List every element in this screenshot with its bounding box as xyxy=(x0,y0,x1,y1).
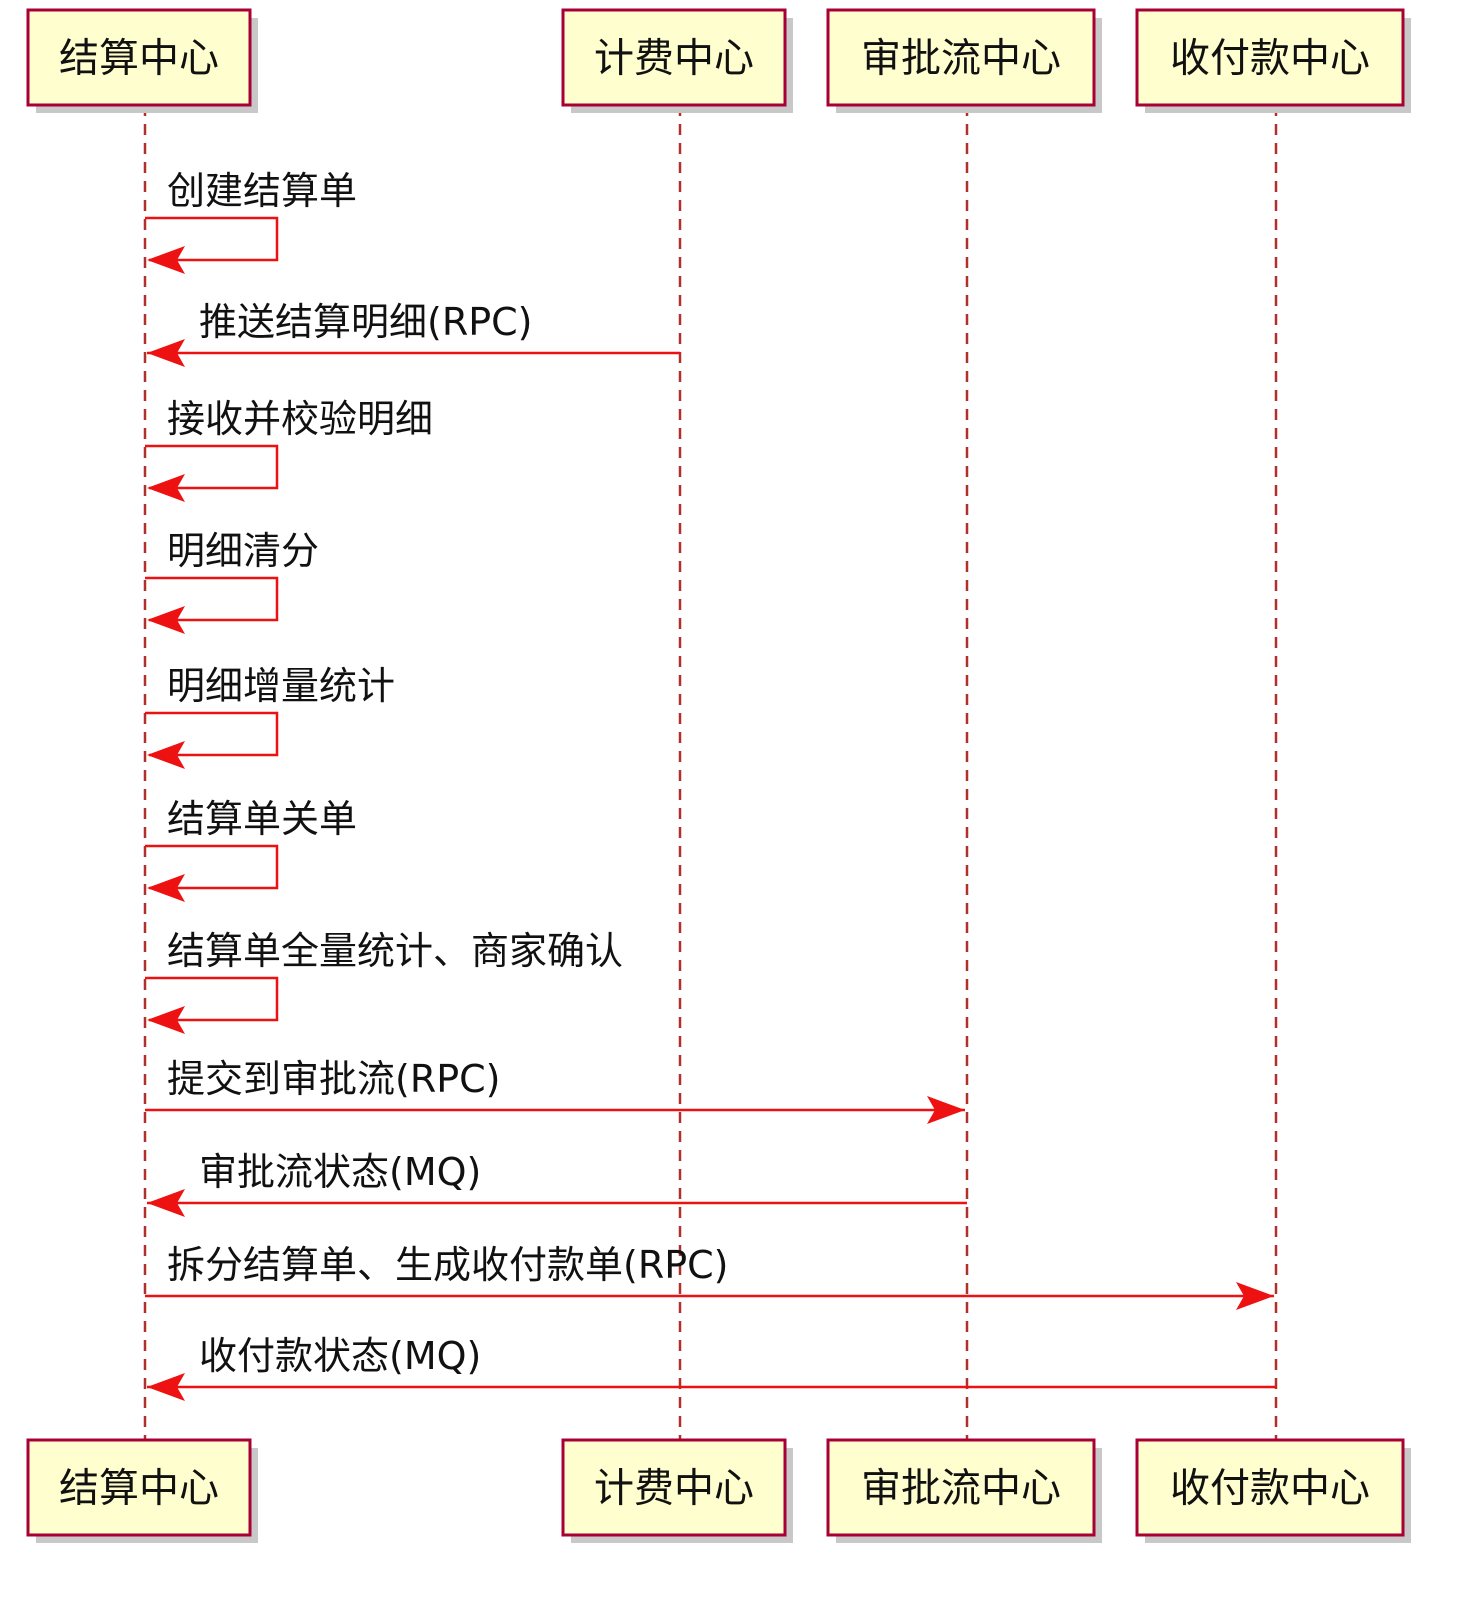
message-label: 结算单全量统计、商家确认 xyxy=(167,929,623,973)
message-label: 收付款状态(MQ) xyxy=(199,1334,481,1378)
self-message-line xyxy=(145,976,279,1022)
self-message-line xyxy=(145,844,279,890)
message-7: 结算单全量统计、商家确认 xyxy=(145,929,623,1034)
message-label: 提交到审批流(RPC) xyxy=(167,1057,501,1101)
participant-box-billing-top: 计费中心 xyxy=(561,8,793,113)
message-label: 结算单关单 xyxy=(167,797,357,841)
message-11: 收付款状态(MQ) xyxy=(147,1334,1276,1401)
message-label: 审批流状态(MQ) xyxy=(199,1150,481,1194)
participant-label: 结算中心 xyxy=(59,36,219,82)
participant-box-approval-bottom: 审批流中心 xyxy=(826,1438,1102,1543)
participant-box-billing-bottom: 计费中心 xyxy=(561,1438,793,1543)
message-1: 创建结算单 xyxy=(145,169,357,274)
participant-label: 审批流中心 xyxy=(861,36,1061,82)
participant-label: 结算中心 xyxy=(59,1466,219,1512)
participant-box-payment-top: 收付款中心 xyxy=(1135,8,1411,113)
arrow-head xyxy=(147,874,185,902)
self-message-line xyxy=(145,444,279,490)
self-message-line xyxy=(145,216,279,262)
participant-label: 收付款中心 xyxy=(1170,1466,1370,1512)
arrow-head xyxy=(147,246,185,274)
participant-box-approval-top: 审批流中心 xyxy=(826,8,1102,113)
participant-box-settlement-bottom: 结算中心 xyxy=(26,1438,258,1543)
message-2: 推送结算明细(RPC) xyxy=(147,300,680,367)
arrow-head xyxy=(147,1373,185,1401)
arrow-head xyxy=(147,606,185,634)
participant-box-payment-bottom: 收付款中心 xyxy=(1135,1438,1411,1543)
message-label: 拆分结算单、生成收付款单(RPC) xyxy=(167,1243,729,1287)
arrow-head xyxy=(1236,1282,1274,1310)
self-message-line xyxy=(145,576,279,622)
participant-label: 计费中心 xyxy=(594,1466,754,1512)
message-label: 明细增量统计 xyxy=(167,664,395,708)
arrow-head xyxy=(147,1189,185,1217)
arrow-head xyxy=(147,741,185,769)
arrow-head xyxy=(147,339,185,367)
participant-boxes-top: 结算中心 计费中心 审批流中心 收付款中心 xyxy=(26,8,1411,113)
participant-box-settlement-top: 结算中心 xyxy=(26,8,258,113)
message-9: 审批流状态(MQ) xyxy=(147,1150,967,1217)
message-label: 明细清分 xyxy=(167,529,319,573)
message-8: 提交到审批流(RPC) xyxy=(145,1057,965,1124)
participant-label: 计费中心 xyxy=(594,36,754,82)
arrow-head xyxy=(147,474,185,502)
lifelines xyxy=(143,105,1278,1440)
arrow-head xyxy=(147,1006,185,1034)
participant-label: 收付款中心 xyxy=(1170,36,1370,82)
message-label: 接收并校验明细 xyxy=(167,397,433,441)
message-3: 接收并校验明细 xyxy=(145,397,433,502)
message-5: 明细增量统计 xyxy=(145,664,395,769)
participant-label: 审批流中心 xyxy=(861,1466,1061,1512)
message-10: 拆分结算单、生成收付款单(RPC) xyxy=(145,1243,1274,1310)
message-6: 结算单关单 xyxy=(145,797,357,902)
participant-boxes-bottom: 结算中心 计费中心 审批流中心 收付款中心 xyxy=(26,1438,1411,1543)
arrow-head xyxy=(927,1096,965,1124)
self-message-line xyxy=(145,711,279,757)
message-4: 明细清分 xyxy=(145,529,319,634)
message-label: 创建结算单 xyxy=(167,169,357,213)
message-label: 推送结算明细(RPC) xyxy=(199,300,533,344)
